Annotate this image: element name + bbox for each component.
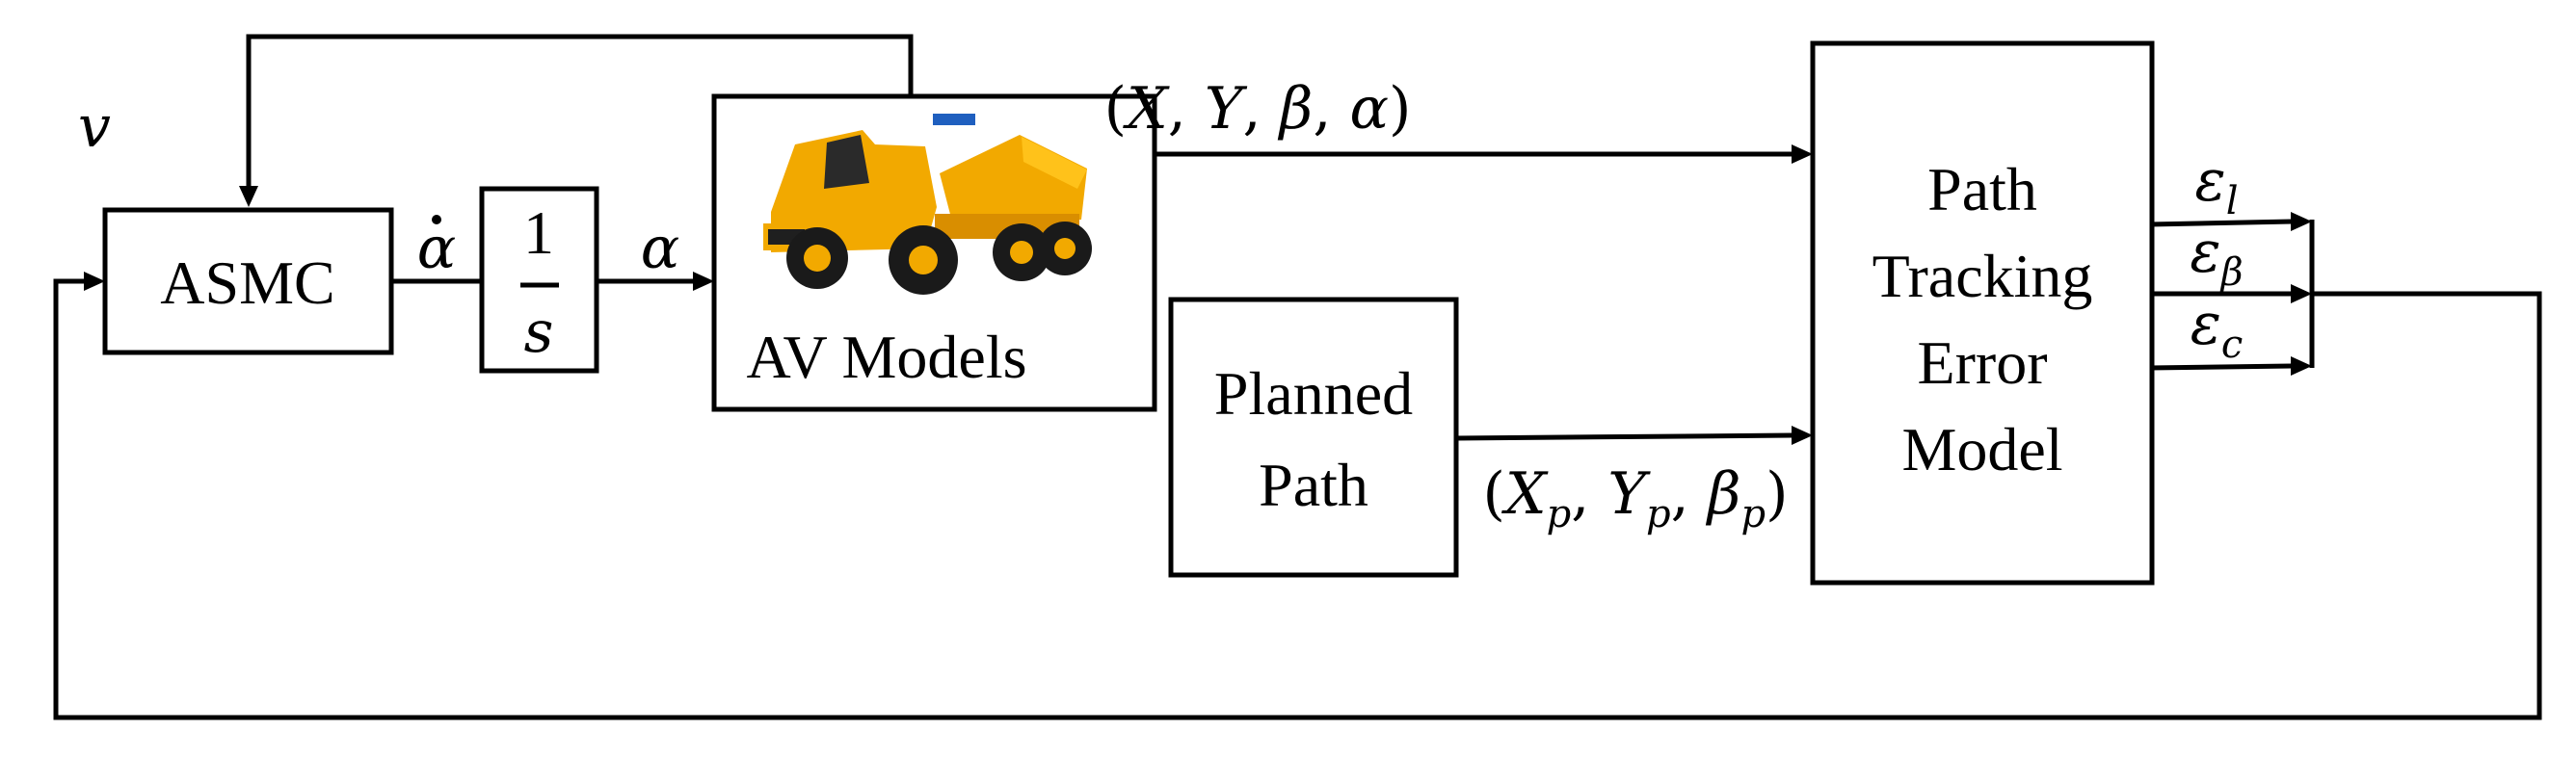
error-model-label-line3: Error: [1917, 328, 2047, 397]
integrator-block: 1 s: [479, 186, 599, 374]
wire-path-error: [1455, 432, 1793, 441]
av-models-block: AV Models: [711, 93, 1157, 412]
planned-path-label-line1: Planned: [1214, 359, 1413, 428]
arrowhead-eps-l: [2291, 212, 2312, 231]
articulated-dump-truck-icon: [763, 114, 1092, 295]
arrowhead-eps-c: [2291, 356, 2312, 376]
integrator-numerator: 1: [523, 198, 554, 267]
wire-eps-l: [2148, 219, 2293, 227]
error-model-label-line4: Model: [1901, 415, 2062, 483]
svg-text:α: α: [417, 215, 457, 282]
arrowhead-error-top: [1792, 144, 1813, 164]
feedback-wire-top: [246, 34, 914, 188]
arrowhead-av-input: [693, 272, 714, 291]
path-tracking-error-model-block: Path Tracking Error Model: [1810, 40, 2155, 586]
signal-eps-c-label: εc: [2191, 291, 2244, 367]
feedback-wire-bottom: [53, 278, 2542, 720]
planned-path-label-line2: Path: [1259, 451, 1368, 519]
signal-planned-path-state-label: (Xp, Yp, βp): [1483, 460, 1789, 536]
asmc-block: ASMC: [102, 207, 394, 355]
time-derivative-dot: [432, 215, 441, 224]
arrowhead-eps-beta: [2291, 284, 2312, 303]
wire-eps-c: [2148, 363, 2293, 371]
signal-eps-beta-label: εβ: [2190, 219, 2243, 295]
signal-alpha-label: α: [641, 215, 680, 282]
arrowhead-error-bottom: [1792, 426, 1813, 445]
signal-alpha-dot-label: α: [417, 215, 457, 282]
planned-path-block: Planned Path: [1168, 297, 1459, 578]
signal-v-label: v: [78, 93, 111, 161]
integrator-denominator: s: [524, 299, 554, 366]
signal-av-state-label: (X, Y, β, α): [1104, 75, 1412, 143]
error-model-label-line1: Path: [1927, 155, 2037, 223]
asmc-label: ASMC: [160, 248, 334, 317]
error-model-label-line2: Tracking: [1872, 242, 2093, 310]
signal-eps-l-label: εl: [2195, 147, 2239, 223]
arrowhead-asmc-left: [84, 272, 105, 291]
av-models-label: AV Models: [746, 323, 1026, 391]
arrowhead-asmc-top: [239, 186, 258, 207]
